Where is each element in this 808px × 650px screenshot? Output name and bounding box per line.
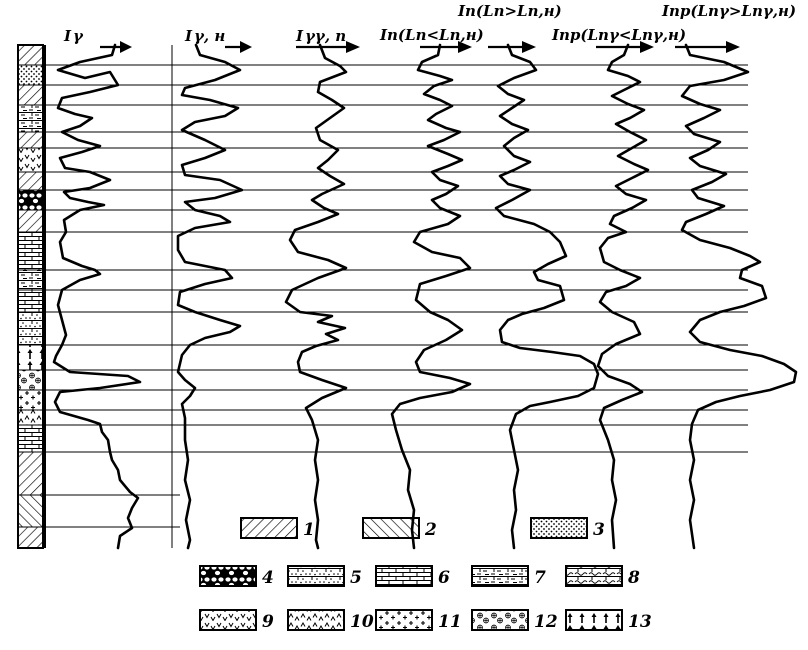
legend-number: 13 bbox=[628, 612, 652, 632]
header-in-greater: Iп(Lп>Lп,н) bbox=[457, 2, 562, 20]
lithology-layer bbox=[17, 209, 44, 233]
curve-ipr-greater bbox=[680, 43, 798, 550]
header-ipr-less: Iпр(Lпγ<Lпγ,н) bbox=[551, 26, 686, 44]
legend-swatch bbox=[287, 565, 345, 587]
legend-swatch bbox=[287, 609, 345, 631]
legend-item-4: 4 bbox=[199, 565, 274, 588]
legend-item-6: 6 bbox=[375, 565, 450, 588]
legend-number: 2 bbox=[424, 520, 437, 540]
lithology-layer bbox=[17, 409, 44, 426]
lithology-layer bbox=[17, 131, 44, 149]
legend-swatch bbox=[199, 565, 257, 587]
legend-swatch bbox=[240, 517, 298, 539]
curve-in-greater bbox=[494, 43, 600, 550]
lithology-layer bbox=[17, 289, 44, 313]
legend-item-7: 7 bbox=[471, 565, 546, 588]
legend-item-10: 10 bbox=[287, 609, 374, 632]
lithology-layer bbox=[17, 44, 44, 66]
legend-swatch bbox=[362, 517, 420, 539]
legend-swatch bbox=[530, 517, 588, 539]
lithology-layer bbox=[17, 389, 44, 411]
lithology-column bbox=[17, 44, 44, 549]
curve-i-gamma bbox=[52, 43, 142, 550]
legend-item-8: 8 bbox=[565, 565, 640, 588]
legend-item-5: 5 bbox=[287, 565, 362, 588]
legend-item-1: 1 bbox=[240, 517, 315, 540]
lithology-layer bbox=[17, 494, 44, 528]
legend-number: 7 bbox=[534, 568, 546, 588]
lithology-layer bbox=[17, 451, 44, 496]
legend-number: 3 bbox=[593, 520, 605, 540]
legend-number: 5 bbox=[350, 568, 362, 588]
legend-item-12: 12 bbox=[471, 609, 558, 632]
legend-item-11: 11 bbox=[375, 609, 462, 632]
legend-item-3: 3 bbox=[530, 517, 605, 540]
legend-swatch bbox=[471, 609, 529, 631]
legend-item-9: 9 bbox=[199, 609, 274, 632]
lithology-layer bbox=[17, 171, 44, 191]
layer-boundaries bbox=[43, 45, 748, 548]
lithology-layer bbox=[17, 269, 44, 291]
legend-number: 9 bbox=[262, 612, 274, 632]
lithology-layer bbox=[17, 84, 44, 106]
lithology-layer bbox=[17, 231, 44, 271]
header-in-less: Iп(Lп<Lп,н) bbox=[379, 26, 484, 44]
lithology-layer bbox=[17, 344, 44, 371]
legend-number: 1 bbox=[303, 520, 315, 540]
curve-i-gamma-n bbox=[176, 43, 244, 550]
log-curves bbox=[52, 43, 798, 550]
legend-swatch bbox=[199, 609, 257, 631]
lithology-layer bbox=[17, 147, 44, 173]
lithology-layer bbox=[17, 424, 44, 453]
legend-number: 8 bbox=[627, 568, 640, 588]
legend-number: 12 bbox=[534, 612, 558, 632]
legend-swatch bbox=[375, 565, 433, 587]
legend-number: 10 bbox=[350, 612, 374, 632]
legend-number: 11 bbox=[438, 612, 462, 632]
lithology-layer bbox=[17, 104, 44, 133]
legend-swatch bbox=[565, 565, 623, 587]
curve-i-gamma-gamma-p bbox=[284, 43, 348, 550]
lithology-layer bbox=[17, 369, 44, 391]
header-ipr-greater: Iпр(Lпγ>Lпγ,н) bbox=[661, 2, 796, 20]
lithology-layer bbox=[17, 311, 44, 346]
legend-swatch bbox=[471, 565, 529, 587]
legend-item-2: 2 bbox=[362, 517, 437, 540]
legend-item-13: 13 bbox=[565, 609, 652, 632]
legend-swatch bbox=[565, 609, 623, 631]
lithology-column-border bbox=[17, 44, 44, 549]
curve-ipr-less bbox=[596, 43, 650, 550]
lithology-layer bbox=[17, 526, 44, 549]
legend-number: 4 bbox=[262, 568, 274, 588]
curve-in-less bbox=[390, 43, 472, 550]
lithology-layer bbox=[17, 64, 44, 86]
legend-number: 6 bbox=[438, 568, 450, 588]
legend-swatch bbox=[375, 609, 433, 631]
lithology-layer bbox=[17, 189, 44, 211]
